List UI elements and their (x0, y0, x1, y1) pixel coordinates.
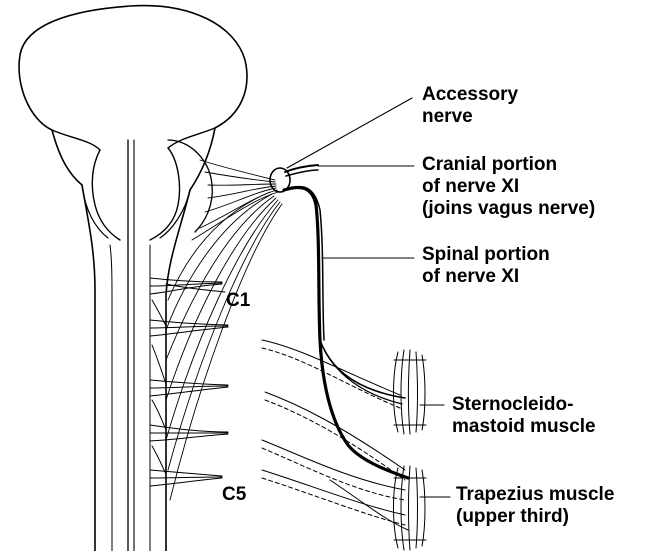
dashed-branches (262, 348, 405, 525)
spinal-rootlets (166, 192, 282, 500)
spinal-portion-trunk (284, 187, 408, 478)
cranial-rootlets (192, 160, 278, 240)
label-accessory-nerve: Accessory nerve (422, 84, 518, 128)
label-spinal-portion: Spinal portion of nerve XI (422, 244, 550, 288)
spinal-cord-right-edge (166, 190, 190, 551)
label-cranial-portion: Cranial portion of nerve XI (joins vagus… (422, 154, 595, 220)
sternocleidomastoid-muscle (394, 350, 427, 434)
segment-label-c1: C1 (226, 290, 250, 312)
segment-label-c5: C5 (222, 484, 246, 506)
leader-accessory (287, 98, 412, 168)
medulla-right-lobe (150, 148, 180, 240)
label-sternocleidomastoid: Sternocleido- mastoid muscle (452, 394, 596, 438)
cerebellum-outline (19, 6, 247, 130)
scm-branch (320, 340, 405, 398)
trapezius-muscle (394, 466, 427, 550)
label-trapezius: Trapezius muscle (upper third) (456, 484, 614, 528)
cervical-branches (262, 340, 408, 530)
spinal-cord-left-edge (82, 185, 95, 551)
cervical-nerves (150, 278, 228, 486)
